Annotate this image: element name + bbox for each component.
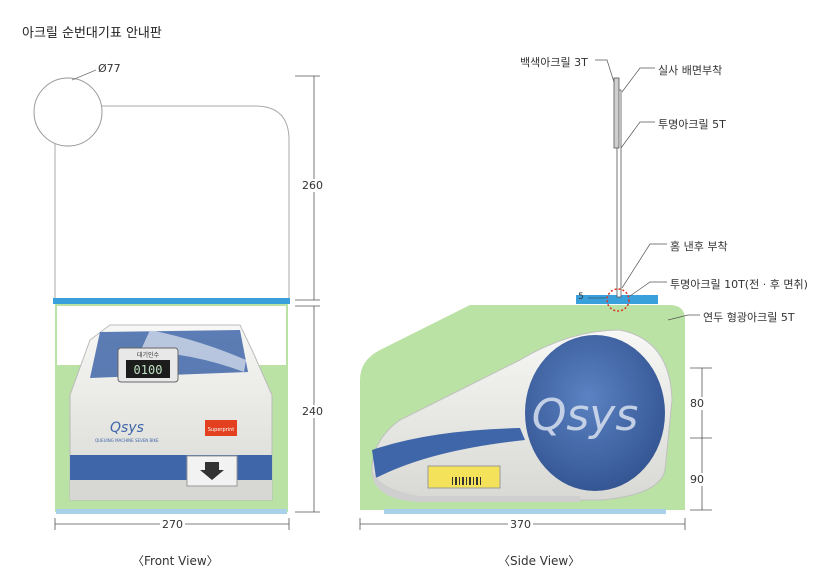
front-upper-panel [54,105,290,303]
svg-text:대기인수: 대기인수 [137,351,160,359]
front-base [56,509,287,514]
front-dim-bottom: 240 [302,405,323,418]
side-dim-width: 370 [508,518,533,531]
side-device-image: Qsys [371,329,673,502]
front-view-title: 〈Front View〉 [132,554,219,568]
side-dim-80: 80 [690,397,704,410]
front-view: 0100 대기인수 Qsys QUEUING MACHINE SEVEN BIK… [33,69,320,530]
label-green-5t: 연두 형광아크릴 5T [703,311,795,324]
svg-text:Superprint: Superprint [208,427,234,433]
side-post-white [613,77,620,149]
label-white-acrylic: 백색아크릴 3T [520,56,588,69]
groove-circle [606,288,630,312]
label-clear-5t: 투명아크릴 5T [658,118,726,131]
front-dim-width: 270 [160,518,185,531]
side-view: Qsys [359,59,712,530]
side-dim-90: 90 [690,473,704,486]
front-circle [33,77,103,147]
diameter-label: Ø77 [98,62,121,75]
page-title: 아크릴 순번대기표 안내판 [22,26,162,41]
side-qcircle [525,335,665,491]
side-view-title: 〈Side View〉 [498,554,581,568]
front-device-image: 0100 대기인수 Qsys QUEUING MACHINE SEVEN BIK… [69,324,273,501]
label-clear-10t: 투명아크릴 10T(전 · 후 면취) [670,278,808,291]
label-silk-print: 실사 배면부착 [658,64,723,77]
side-blue-strip [576,295,658,304]
label-five: 5 [578,292,584,302]
front-blue-bar [53,298,290,304]
front-brand: Qsys [110,420,144,436]
side-brand: Qsys [532,390,639,441]
label-groove: 홈 낸후 부착 [670,240,728,253]
side-base [384,509,666,514]
front-dim-top: 260 [302,179,323,192]
svg-text:QUEUING MACHINE SEVEN BIKE: QUEUING MACHINE SEVEN BIKE [95,438,159,443]
front-display-digits: 0100 [134,363,163,377]
